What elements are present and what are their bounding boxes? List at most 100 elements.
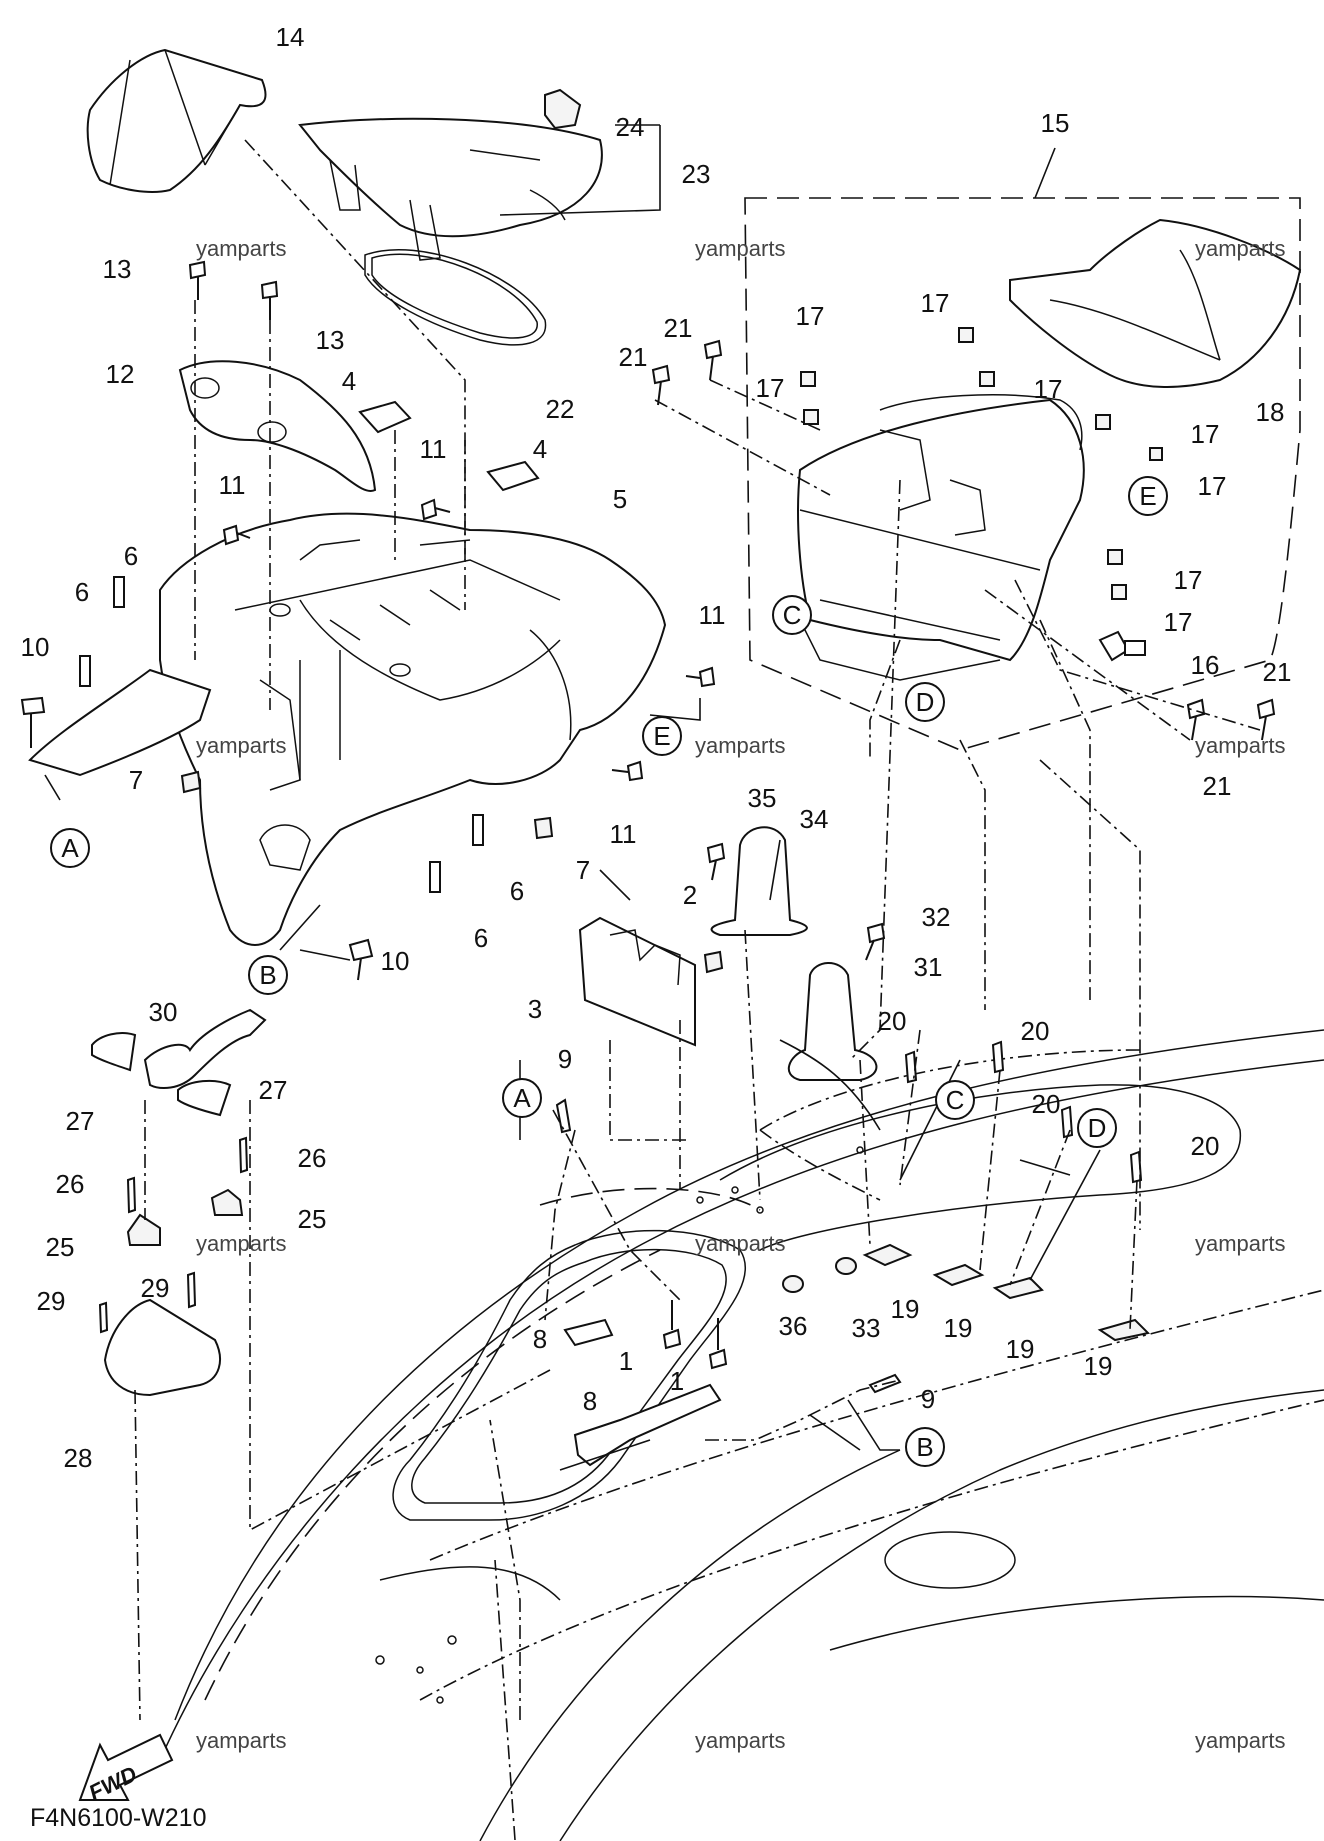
part-6-strip-c [472,814,484,846]
part-label-8: 8 [583,1386,597,1416]
part-label-11: 11 [420,434,447,464]
part-label-20: 20 [1032,1089,1061,1119]
part-label-25: 25 [298,1204,327,1234]
part-2-clip [703,950,724,974]
watermark-text: yamparts [1195,236,1285,261]
part-label-23: 23 [682,159,711,189]
part-31-vent [787,962,878,1081]
part-label-2: 2 [683,880,697,910]
part-label-19: 19 [891,1294,920,1324]
part-label-19: 19 [1084,1351,1113,1381]
part-label-26: 26 [56,1169,85,1199]
part-25-bracket-left [126,1213,161,1246]
part-8-tab-lower [573,1383,722,1467]
part-label-13: 13 [316,325,345,355]
part-label-4: 4 [533,434,547,464]
ref-e-label: E [1139,481,1156,511]
part-label-17: 17 [1034,374,1063,404]
part-16-plug [1098,630,1146,662]
part-label-19: 19 [944,1313,973,1343]
part-14-cover [86,48,267,193]
part-label-21: 21 [1263,657,1292,687]
ref-d-label: D [1088,1113,1107,1143]
watermark-text: yamparts [196,236,286,261]
part-label-31: 31 [914,952,943,982]
watermark-text: yamparts [196,1728,286,1753]
part-19-bracket-a [862,1243,913,1267]
part-label-24: 24 [616,112,645,142]
part-label-13: 13 [103,254,132,284]
part-label-11: 11 [219,470,246,500]
part-label-9: 9 [558,1044,572,1074]
part-label-17: 17 [756,373,785,403]
part-label-21: 21 [664,313,693,343]
fwd-arrow: FWD [78,1733,174,1805]
ref-d-label: D [916,687,935,717]
part-label-19: 19 [1006,1334,1035,1364]
part-6-strip-d [429,861,441,893]
reference-circles: A B C D E E A C D B [50,476,1168,1467]
part-5-deck-frame [159,512,667,946]
part-label-33: 33 [852,1313,881,1343]
part-33-washer [835,1257,857,1275]
part-label-32: 32 [922,902,951,932]
hull [159,1029,1324,1841]
ref-b-label: B [259,960,276,990]
part-label-28: 28 [64,1443,93,1473]
part-label-11: 11 [610,819,637,849]
part-label-10: 10 [381,946,410,976]
watermark-text: yamparts [1195,1728,1285,1753]
part-label-25: 25 [46,1232,75,1262]
part-8-tab-upper [563,1318,614,1347]
part-label-18: 18 [1256,397,1285,427]
watermark-text: yamparts [695,1231,785,1256]
part-label-6: 6 [124,541,138,571]
watermark-text: yamparts [695,1728,785,1753]
part-label-17: 17 [921,288,950,318]
part-label-17: 17 [796,301,825,331]
part-25-bracket-right [210,1188,244,1216]
part-label-29: 29 [37,1286,66,1316]
part-label-20: 20 [1021,1016,1050,1046]
part-19-bracket-b [932,1263,985,1287]
part-label-16: 16 [1191,650,1220,680]
part-22-gasket [364,249,547,346]
part-3-box [578,916,696,1047]
part-label-5: 5 [613,484,627,514]
part-label-21: 21 [1203,771,1232,801]
leader-lines [44,124,1301,1841]
ref-c-label: C [946,1085,965,1115]
ref-a-label: A [61,833,79,863]
part-6-strip-a [113,576,125,608]
part-12-bracket [178,360,377,492]
watermark-text: yamparts [695,236,785,261]
part-19-bracket-d [1097,1318,1151,1342]
part-23-lid [298,117,603,261]
part-6-strip-b [79,655,91,687]
part-label-7: 7 [576,855,590,885]
bracket-a [28,668,212,777]
part-label-8: 8 [533,1324,547,1354]
diagram-code: F4N6100-W210 [30,1804,206,1832]
part-label-27: 27 [259,1075,288,1105]
part-label-6: 6 [474,923,488,953]
part-number-labels: 14 24 23 22 15 13 13 12 4 4 11 11 5 6 6 … [21,22,1292,1473]
part-label-27: 27 [66,1106,95,1136]
watermark-text: yamparts [1195,1231,1285,1256]
part-30-strap [143,1008,267,1089]
watermarks: yamparts yamparts yamparts yamparts yamp… [196,236,1285,1753]
part-label-20: 20 [1191,1131,1220,1161]
part-4-cap-left [358,400,412,434]
part-label-17: 17 [1198,471,1227,501]
part-label-1: 1 [670,1366,684,1396]
part-label-17: 17 [1164,607,1193,637]
part-label-29: 29 [141,1273,170,1303]
part-label-4: 4 [342,366,356,396]
part-label-26: 26 [298,1143,327,1173]
part-label-6: 6 [75,577,89,607]
part-label-1: 1 [619,1346,633,1376]
part-label-9: 9 [921,1384,935,1414]
part-label-22: 22 [546,394,575,424]
part-28-holder [103,1298,221,1397]
